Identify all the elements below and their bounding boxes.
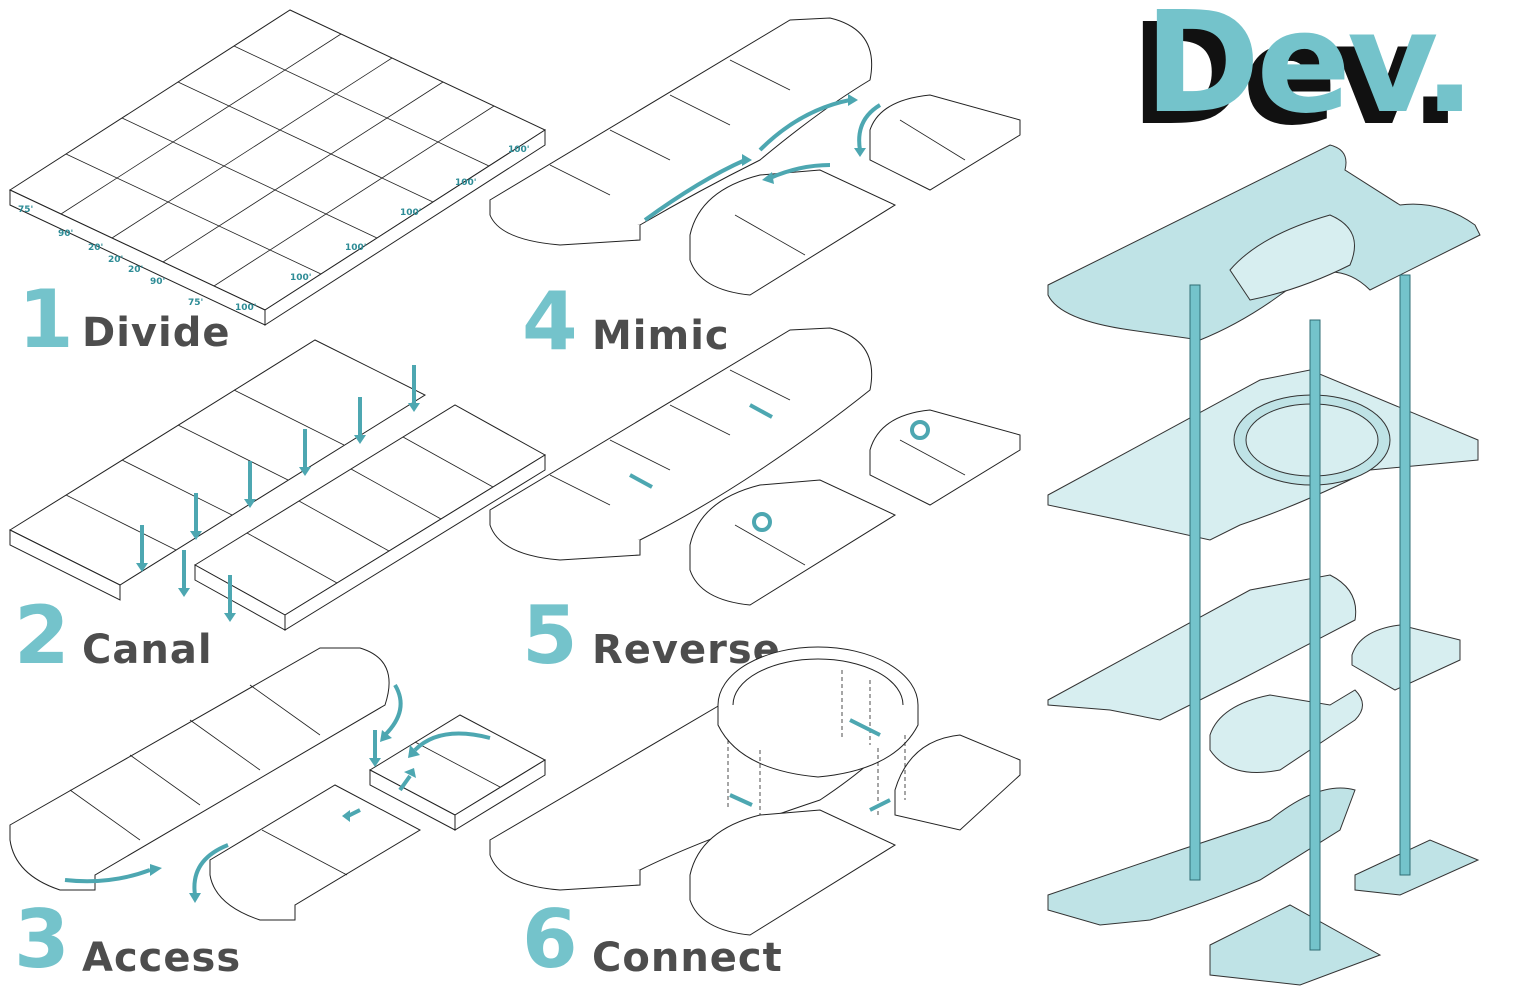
column: [1399, 274, 1411, 876]
dim-label: 100': [455, 178, 477, 188]
connect-diagram: [489, 646, 1021, 936]
step-number: 3: [14, 893, 70, 986]
divide-diagram: 75' 90' 20' 20' 20' 90' 75' 100' 100' 10…: [8, 9, 547, 326]
step-label: Connect: [592, 935, 783, 981]
ground-slab-c: [1354, 839, 1480, 896]
title-block: Dev. Dev.: [1130, 0, 1530, 146]
access-diagram: [9, 647, 547, 921]
dim-label: 20': [128, 265, 143, 275]
step-label: Mimic: [592, 313, 730, 359]
column: [1189, 284, 1201, 881]
step-number: 4: [522, 275, 578, 368]
step-number: 1: [18, 273, 74, 366]
step-number: 6: [522, 893, 578, 986]
dim-label: 100': [290, 273, 312, 283]
title-shadow: Dev.: [1130, 0, 1462, 157]
level-2-slab: [1047, 574, 1357, 721]
ground-slab-b: [1209, 904, 1382, 986]
mimic-diagram: [489, 17, 1021, 296]
dim-label: 100': [235, 303, 257, 313]
dim-label: 100': [345, 243, 367, 253]
step-number: 5: [522, 589, 578, 682]
dim-label: 75': [188, 298, 203, 308]
step-label: Divide: [82, 310, 231, 356]
canal-diagram: [8, 339, 546, 631]
dim-label: 90': [150, 277, 165, 287]
dim-label: 100': [400, 208, 422, 218]
title-text: Dev.: [1144, 0, 1476, 145]
dim-label: 90': [58, 229, 73, 239]
dim-label: 75': [18, 205, 33, 215]
roof-void: [1229, 214, 1355, 301]
level-2-slab-b: [1209, 689, 1363, 773]
dim-label: 20': [88, 243, 103, 253]
step-label: Canal: [82, 627, 213, 673]
column: [1309, 319, 1321, 951]
step-label: Access: [82, 935, 242, 981]
step-number: 2: [14, 589, 70, 682]
dim-label: 100': [508, 145, 530, 155]
ground-slab: [1047, 787, 1356, 926]
reverse-diagram: [489, 327, 1021, 606]
dim-label: 20': [108, 255, 123, 265]
